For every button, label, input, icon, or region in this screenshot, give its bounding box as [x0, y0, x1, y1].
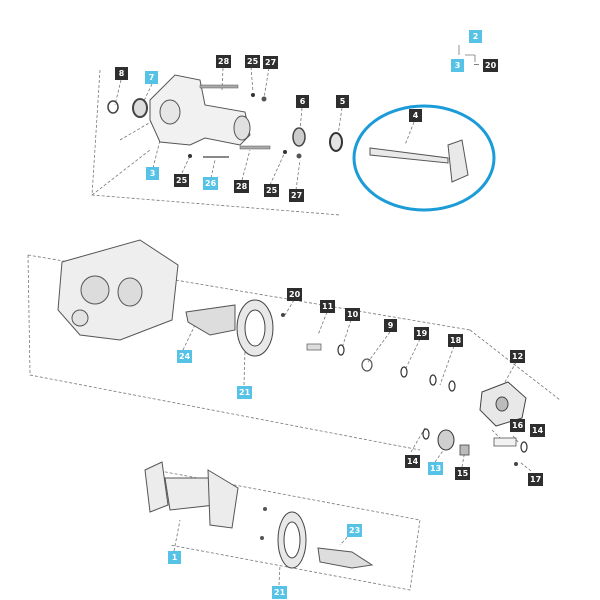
part-13-gear [437, 429, 455, 451]
label-25-top: 25 [245, 55, 261, 68]
part-7-seal [132, 98, 148, 118]
label-16: 16 [510, 419, 526, 432]
part-14-spring-right [520, 441, 528, 453]
part-8-ring [107, 100, 119, 114]
part-24-pinion [185, 304, 236, 336]
part-20-screw-mid [281, 313, 285, 317]
part-screw-bottom-b [260, 536, 264, 540]
label-line-2 [458, 45, 476, 62]
separator-tilde: ~ [473, 60, 480, 69]
label-7: 7 [145, 71, 158, 84]
label-28-bottom: 28 [234, 180, 250, 193]
part-18-spring-b [448, 380, 456, 392]
label-21-bottom: 21 [272, 586, 288, 599]
label-28-top: 28 [216, 55, 232, 68]
leader-lines [114, 66, 532, 586]
housing-top [149, 74, 251, 146]
label-5: 5 [336, 95, 349, 108]
part-25-ball-right [283, 150, 287, 154]
part-9-washer [361, 358, 373, 372]
part-27-ball-top [261, 96, 267, 102]
part-25-ball-top [251, 93, 255, 97]
part-26-bolt [203, 156, 229, 158]
part-15-sleeve [459, 444, 470, 456]
part-27-ball-bottom [296, 153, 302, 159]
label-26: 26 [203, 177, 219, 190]
label-3-right: 3 [451, 59, 464, 72]
label-18: 18 [448, 334, 464, 347]
part-screw-bottom-a [263, 507, 267, 511]
label-25-right: 25 [264, 184, 280, 197]
label-3-housing: 3 [146, 167, 159, 180]
label-9: 9 [384, 319, 397, 332]
part-1-final-drive [144, 461, 239, 529]
part-6-bearing [292, 127, 306, 147]
label-4: 4 [409, 109, 422, 122]
part-11-pin [306, 343, 322, 351]
label-13: 13 [428, 462, 444, 475]
label-20-right: 20 [483, 59, 499, 72]
label-27-bottom: 27 [289, 189, 305, 202]
label-14-left: 14 [405, 455, 421, 468]
gear-housing [57, 239, 179, 341]
part-21-ring-gear [236, 299, 274, 357]
label-19: 19 [414, 327, 430, 340]
label-11: 11 [320, 300, 336, 313]
part-23-pinion-shaft [317, 547, 374, 569]
part-18-spring-a [429, 374, 437, 386]
highlight-ring [352, 104, 496, 212]
part-14-spring-left [422, 428, 430, 440]
part-12-diff-case [479, 381, 527, 427]
label-1: 1 [168, 551, 181, 564]
label-23: 23 [347, 524, 363, 537]
label-12: 12 [510, 350, 526, 363]
group-outline-middle [27, 254, 561, 451]
label-2-top: 2 [469, 30, 482, 43]
label-17: 17 [528, 473, 544, 486]
label-27-top: 27 [263, 56, 279, 69]
part-5-seal [329, 132, 343, 152]
label-25-left: 25 [174, 174, 190, 187]
label-10: 10 [345, 308, 361, 321]
label-20-middle: 20 [287, 288, 303, 301]
part-28-pin-top [199, 84, 239, 89]
label-15: 15 [455, 467, 471, 480]
label-24: 24 [177, 350, 193, 363]
part-25-ball-left [188, 154, 192, 158]
part-4-axle-shaft [369, 139, 469, 183]
part-21-ring-gear-bottom [277, 511, 307, 569]
part-17-screw [514, 462, 518, 466]
part-10-spring [337, 344, 345, 356]
part-19-spring [400, 366, 408, 378]
label-14-right: 14 [530, 424, 546, 437]
part-16-pin [493, 437, 517, 447]
label-21-middle: 21 [237, 386, 253, 399]
label-8: 8 [115, 67, 128, 80]
part-28-pin-bottom [239, 145, 271, 150]
label-6: 6 [296, 95, 309, 108]
